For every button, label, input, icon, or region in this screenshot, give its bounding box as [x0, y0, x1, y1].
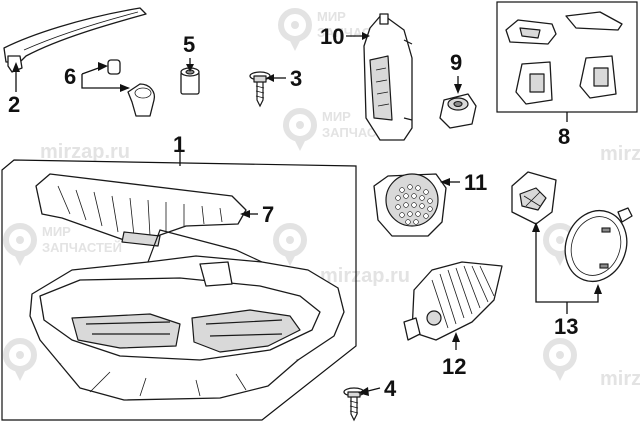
callout-3: 3 — [290, 66, 302, 91]
part-7-support-bracket — [35, 173, 247, 247]
part-4-screw — [343, 387, 365, 422]
headlamp-housing — [29, 229, 345, 401]
callout-2: 2 — [8, 92, 20, 117]
watermark-site-text: mirzap.ru — [320, 265, 410, 287]
part-3-screw — [249, 71, 271, 108]
callout-labels: 2 6 5 3 10 9 8 1 7 11 12 13 4 — [8, 24, 578, 401]
part-6-bulb-socket — [107, 59, 156, 117]
callout-4: 4 — [384, 376, 397, 401]
part-10-ballast-module — [363, 13, 413, 141]
watermark-site-text: mirzap.ru — [600, 143, 640, 165]
part-13-actuator-set — [511, 171, 633, 283]
watermark-logo: МИР ЗАПЧАСТЕЙ — [3, 223, 122, 266]
callout-5: 5 — [183, 32, 195, 57]
watermark-site-text: mirzap.ru — [40, 141, 130, 163]
watermark-text: МИР — [322, 109, 351, 124]
part-9-control-unit — [439, 93, 477, 129]
callout-7: 7 — [262, 202, 274, 227]
callout-11: 11 — [464, 170, 487, 195]
watermark-site-text: mirzap.ru — [600, 368, 640, 390]
callout-12: 12 — [442, 354, 466, 379]
part-12-heat-sink — [403, 261, 503, 341]
watermark-logo — [273, 223, 307, 266]
watermark-text: МИР — [317, 9, 346, 24]
watermark-text: МИР — [42, 224, 71, 239]
callout-1: 1 — [173, 132, 185, 157]
callout-8: 8 — [558, 124, 570, 149]
part-1-headlamp-assembly — [1, 159, 357, 421]
callout-13: 13 — [554, 314, 578, 339]
callout-6: 6 — [64, 64, 76, 89]
watermark-text: ЗАПЧАСТЕЙ — [42, 240, 122, 255]
callout-9: 9 — [450, 50, 462, 75]
watermark-logo — [543, 338, 577, 381]
part-11-fan — [373, 173, 447, 237]
part-8-bracket-set — [496, 1, 638, 113]
leader-lines — [12, 32, 602, 396]
callout-10: 10 — [320, 24, 344, 49]
watermark-logo — [3, 338, 37, 381]
part-2-trim-strip — [3, 7, 147, 73]
